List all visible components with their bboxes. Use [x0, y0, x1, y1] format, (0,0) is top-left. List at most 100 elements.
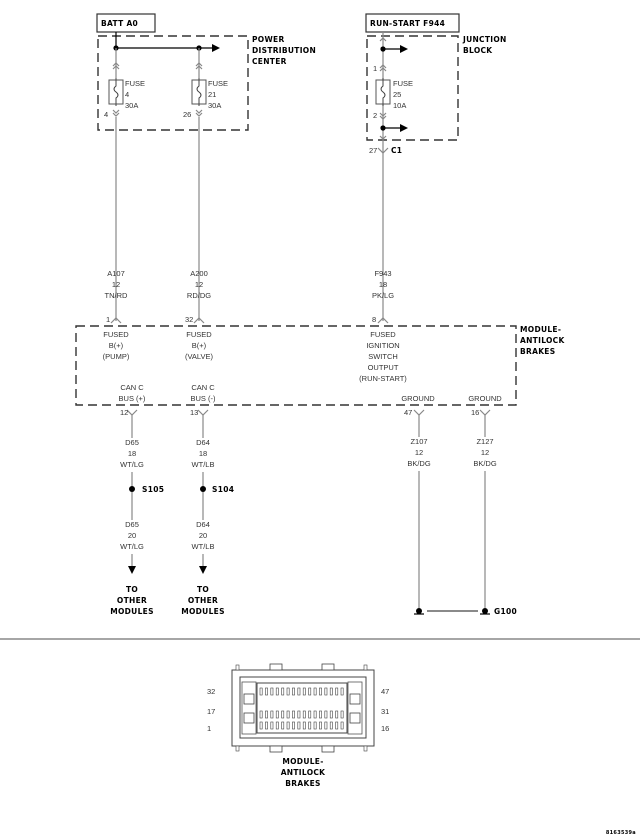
- svg-text:12: 12: [415, 448, 423, 457]
- connector-pin-slot: [275, 687, 279, 696]
- svg-text:FUSED: FUSED: [103, 330, 129, 339]
- svg-text:OTHER: OTHER: [188, 596, 218, 605]
- svg-text:IGNITION: IGNITION: [366, 341, 399, 350]
- connector-pin-slot: [302, 710, 306, 719]
- connector-pin-slot: [286, 687, 290, 696]
- connector-pin-slot: [281, 721, 285, 730]
- svg-text:MODULE-: MODULE-: [282, 757, 323, 766]
- ground-icon: [482, 608, 488, 614]
- connector-pin-slot: [292, 687, 295, 696]
- connector-pin-slot: [297, 721, 301, 730]
- connector-pin-slot: [275, 710, 279, 719]
- svg-text:FUSE: FUSE: [125, 79, 145, 88]
- connector-pin-slot: [292, 710, 295, 719]
- connector-pin-slot: [324, 710, 328, 719]
- connector-pin-slot: [259, 687, 263, 696]
- connector-face-view: 32 17 1 47 31 16: [207, 663, 389, 753]
- svg-text:G100: G100: [494, 607, 517, 616]
- svg-text:ANTILOCK: ANTILOCK: [520, 336, 565, 345]
- fuse-21: FUSE 21 30A 26: [183, 48, 228, 119]
- svg-text:TO: TO: [126, 585, 138, 594]
- wire-a107: A107 12 TN/RD 1 FUSED B(+) (PUMP): [103, 269, 130, 361]
- wire-a200: A200 12 RD/DG 32 FUSED B(+) (VALVE): [185, 269, 214, 361]
- svg-text:30A: 30A: [125, 101, 138, 110]
- connector-pin-slot: [313, 721, 317, 730]
- svg-text:1: 1: [207, 724, 211, 733]
- svg-text:12: 12: [195, 280, 203, 289]
- connector-pin-slot: [270, 687, 274, 696]
- svg-text:Z127: Z127: [476, 437, 493, 446]
- svg-text:20: 20: [199, 531, 207, 540]
- connector-pin-slot: [265, 710, 268, 719]
- connector-pin-slot: [319, 721, 322, 730]
- svg-text:BK/DG: BK/DG: [473, 459, 497, 468]
- figure-id: 8163539a: [606, 830, 636, 836]
- connector-pin-slot: [302, 687, 306, 696]
- svg-text:OUTPUT: OUTPUT: [368, 363, 399, 372]
- svg-text:10A: 10A: [393, 101, 406, 110]
- svg-text:OTHER: OTHER: [117, 596, 147, 605]
- connector-pin-slot: [324, 721, 328, 730]
- svg-text:DISTRIBUTION: DISTRIBUTION: [252, 46, 316, 55]
- svg-text:D64: D64: [196, 438, 210, 447]
- svg-text:18: 18: [379, 280, 387, 289]
- svg-text:4: 4: [125, 90, 129, 99]
- connector-pin-slot: [281, 687, 285, 696]
- svg-text:16: 16: [471, 408, 479, 417]
- fuse-4: FUSE 4 30A 4: [104, 48, 145, 119]
- connector-pin-slot: [329, 710, 333, 719]
- svg-text:31: 31: [381, 707, 389, 716]
- splice-dot: [129, 486, 135, 492]
- connector-pin-slot: [319, 710, 322, 719]
- connector-pin-slot: [313, 710, 317, 719]
- arrow-down-icon: [199, 566, 207, 574]
- svg-text:BUS (+): BUS (+): [119, 394, 146, 403]
- svg-text:FUSED: FUSED: [370, 330, 396, 339]
- svg-text:27: 27: [369, 146, 377, 155]
- svg-text:8: 8: [372, 315, 376, 324]
- svg-text:CENTER: CENTER: [252, 57, 287, 66]
- svg-text:47: 47: [381, 687, 389, 696]
- arrow-down-icon: [128, 566, 136, 574]
- arrow-right-icon: [212, 44, 220, 52]
- svg-text:TO: TO: [197, 585, 209, 594]
- connector-pin-slot: [340, 721, 344, 730]
- fuse-25: 1 FUSE 25 10A 2 27 C1: [369, 32, 413, 165]
- connector-pin-slot: [297, 710, 301, 719]
- svg-text:C1: C1: [391, 146, 402, 155]
- connector-pin-slot: [335, 687, 339, 696]
- connector-pin-slot: [308, 687, 312, 696]
- svg-text:18: 18: [199, 449, 207, 458]
- connector-pin-slot: [286, 710, 290, 719]
- connector-pin-slot: [281, 710, 285, 719]
- module-boundary: [75, 325, 517, 406]
- svg-text:D64: D64: [196, 520, 210, 529]
- svg-text:MODULE-: MODULE-: [520, 325, 561, 334]
- connector-pin-slot: [308, 721, 312, 730]
- svg-text:WT/LB: WT/LB: [192, 542, 215, 551]
- svg-text:S105: S105: [142, 485, 164, 494]
- connector-pin-slot: [335, 721, 339, 730]
- connector-pin-slot: [335, 710, 339, 719]
- connector-pin-slot: [270, 710, 274, 719]
- svg-text:1: 1: [373, 64, 377, 73]
- svg-text:BRAKES: BRAKES: [285, 779, 320, 788]
- connector-pin-slot: [265, 721, 268, 730]
- svg-text:4: 4: [104, 110, 108, 119]
- svg-text:S104: S104: [212, 485, 234, 494]
- svg-text:12: 12: [112, 280, 120, 289]
- splice-dot: [200, 486, 206, 492]
- svg-text:26: 26: [183, 110, 191, 119]
- svg-text:47: 47: [404, 408, 412, 417]
- connector-pin-slot: [324, 687, 328, 696]
- connector-pin-slot: [308, 710, 312, 719]
- svg-text:D65: D65: [125, 520, 139, 529]
- connector-pin-slot: [340, 710, 344, 719]
- svg-text:1: 1: [106, 315, 110, 324]
- svg-text:PK/LG: PK/LG: [372, 291, 394, 300]
- connector-title: MODULE- ANTILOCK BRAKES: [281, 757, 326, 788]
- svg-text:A107: A107: [107, 269, 125, 278]
- wire-d64: CAN C BUS (-) 13 D64 18 WT/LB S104 D64 2…: [181, 383, 234, 616]
- svg-text:2: 2: [373, 111, 377, 120]
